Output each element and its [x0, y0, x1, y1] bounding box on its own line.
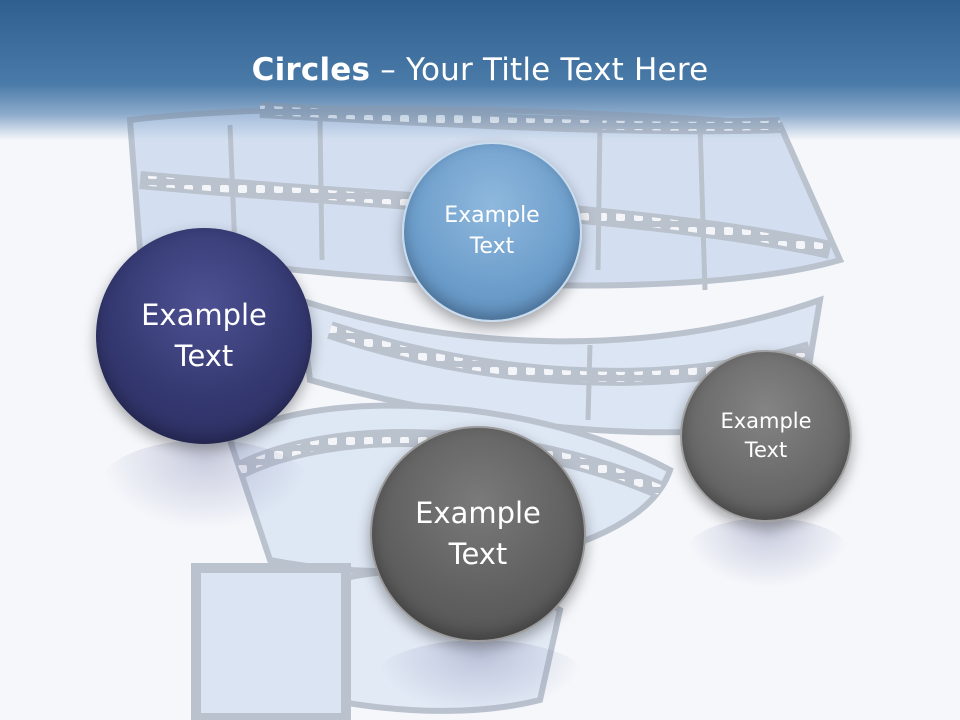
circle-2[interactable]: Example Text [402, 142, 582, 322]
circle-1[interactable]: Example Text [96, 228, 312, 444]
circle-1-label: Example Text [141, 298, 267, 373]
title-bold: Circles [251, 52, 371, 88]
circle-reflection [375, 640, 585, 715]
circle-2-label: Example Text [444, 203, 540, 259]
circle-3-label: Example Text [415, 496, 541, 571]
slide-title: Circles – Your Title Text Here [0, 52, 960, 88]
circle-3[interactable]: Example Text [370, 426, 586, 642]
circle-4-label: Example Text [720, 408, 812, 462]
title-rest: – Your Title Text Here [370, 52, 709, 88]
circle-reflection [100, 440, 310, 530]
circle-reflection [685, 518, 850, 588]
circle-4[interactable]: Example Text [680, 350, 852, 522]
